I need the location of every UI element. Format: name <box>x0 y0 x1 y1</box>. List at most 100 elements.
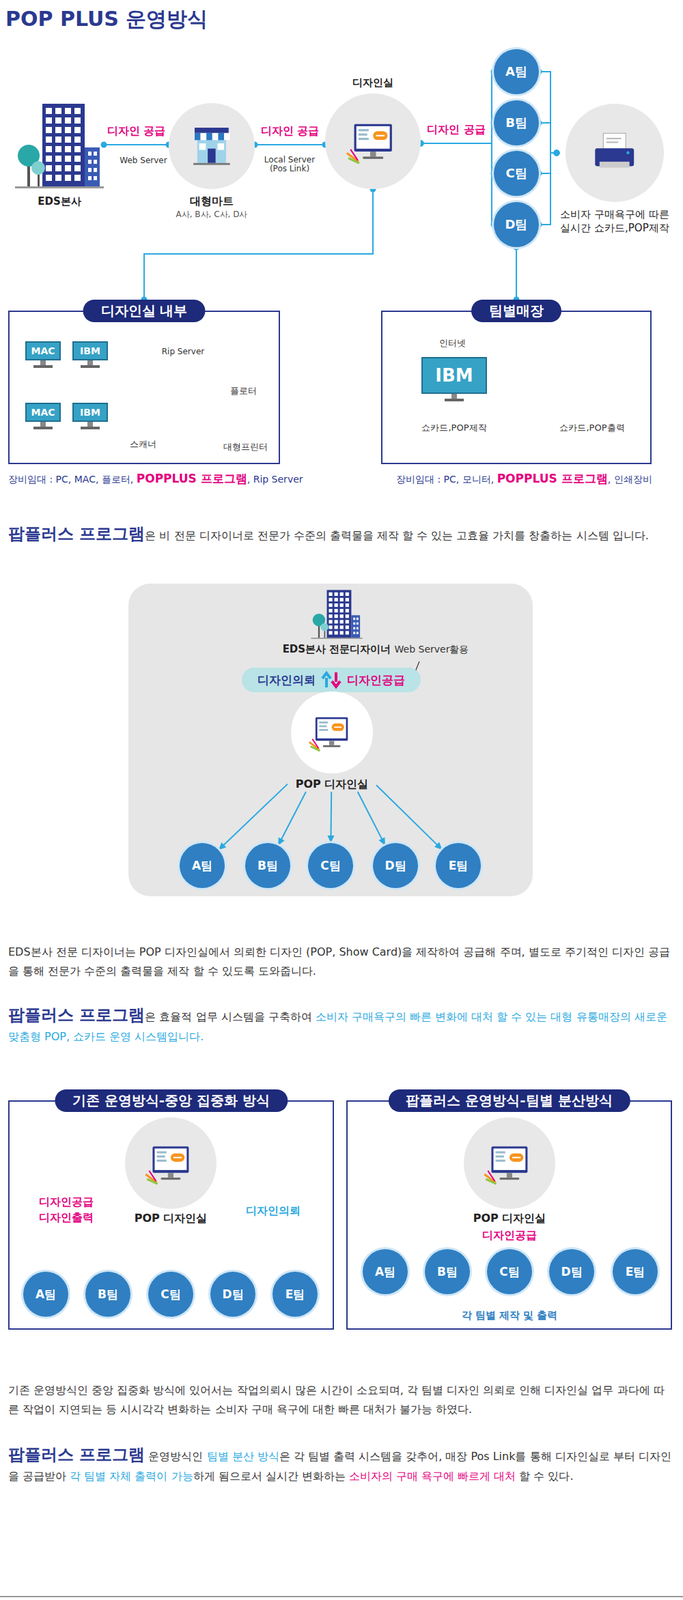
label-text: 팝플러스 운영방식-팀별 분산방식 <box>405 1092 612 1111</box>
drawing-part <box>328 609 332 613</box>
drawing-part <box>64 127 72 134</box>
drawing-part <box>334 603 339 608</box>
node-circle <box>463 1118 556 1210</box>
connector <box>538 152 557 174</box>
drawing-part <box>74 107 81 115</box>
team-circle: A팀 <box>362 1249 408 1295</box>
circle-icon <box>474 1128 545 1199</box>
drawing-part <box>370 151 377 157</box>
label-text: 기존 운영방식인 중앙 집중화 방식에 있어서는 작업의뢰시 많은 시간이 소요… <box>8 1381 675 1420</box>
drawing-part <box>334 592 339 597</box>
text-paragraph: 팝플러스 프로그램은 비 전문 디자이너로 전문가 수준의 출력물을 제작 할 … <box>8 521 675 548</box>
drawing-part <box>328 625 332 630</box>
label-text: 장비임대 : PC, MAC, 플로터, <box>8 474 137 485</box>
drawing-part <box>340 598 344 602</box>
drawing-part <box>45 155 52 162</box>
drawing-part <box>74 165 81 172</box>
edge-label: 디자인 공급 <box>424 122 488 138</box>
drawing-part <box>358 137 369 141</box>
monitor-screen: IBM <box>72 341 108 361</box>
monitor-node: MAC <box>25 402 61 431</box>
label-text: 운영방식인 <box>144 1450 207 1464</box>
monitor-screen: IBM <box>72 402 108 423</box>
drawing-part <box>64 146 72 153</box>
connector <box>329 792 332 844</box>
circle-icon <box>577 115 652 190</box>
label-text: 플로터 <box>215 385 271 397</box>
drawing-part <box>362 156 384 159</box>
drawing-part <box>334 727 343 729</box>
drawing-part <box>157 1156 166 1159</box>
label-text: B팀 <box>97 1287 119 1304</box>
label-text: MAC <box>30 345 55 357</box>
connector <box>254 144 326 146</box>
drawing-part <box>319 726 328 729</box>
drawing-part <box>194 133 201 141</box>
label-text: D팀 <box>505 216 528 233</box>
drawing-part <box>0 1596 683 1599</box>
building-icon <box>310 588 363 640</box>
monitor-stand <box>72 360 108 369</box>
drawing-part <box>345 625 350 630</box>
connector <box>376 785 442 851</box>
node-circle <box>325 93 421 190</box>
drawing-part <box>328 614 332 619</box>
drawing-part <box>40 422 46 427</box>
connector-dot <box>553 150 561 157</box>
monitor-screen: MAC <box>25 341 61 361</box>
label-text: A사, B사, C사, D사 <box>168 208 255 221</box>
drawing-part <box>194 127 229 134</box>
connector <box>218 784 288 852</box>
drawing-part <box>318 624 320 639</box>
label-text: 스캐너 <box>115 439 171 451</box>
label-text: POPPLUS 프로그램 <box>497 471 608 486</box>
label-text: 각 팀별 제작 및 출력 <box>434 1309 585 1323</box>
arrow-head <box>378 838 385 847</box>
drawing-part <box>328 592 332 597</box>
drawing-part <box>55 107 62 115</box>
text-paragraph: 장비임대 : PC, 모니터, POPPLUS 프로그램, 인쇄장비 <box>396 469 677 489</box>
drawing-part <box>323 745 341 748</box>
label-text: C팀 <box>499 1264 520 1281</box>
header-pill: 디자인실 내부 <box>83 299 206 323</box>
label-text: EDS본사 <box>37 195 82 209</box>
building-node: EDS본사 전문디자이너 <box>271 588 402 657</box>
label-text: E팀 <box>285 1287 306 1304</box>
drawing-part <box>155 1149 188 1172</box>
label-text: 소비자의 구매 욕구에 빠르게 대처 <box>349 1470 516 1484</box>
monitor-node: IBM <box>72 341 108 369</box>
drawing-part <box>45 107 52 115</box>
label-text: 하게 됨으로서 실시간 변화하는 <box>193 1470 350 1484</box>
connector <box>103 144 169 146</box>
circle-node: 소비자 구매욕구에 따른 실시간 쇼카드,POP제작 <box>556 103 673 236</box>
team-circle: A팀 <box>179 843 225 889</box>
drawing-part <box>199 143 207 151</box>
drawing-part <box>375 134 385 136</box>
drawing-part <box>421 394 487 403</box>
monitor-screen: MAC <box>25 402 61 423</box>
connector <box>420 143 494 174</box>
drawing-part <box>321 671 342 690</box>
drawing-part <box>334 620 339 624</box>
team-circle: D팀 <box>372 843 418 889</box>
drawing-part <box>353 123 392 151</box>
drawing-part <box>64 136 72 143</box>
drawing-part <box>74 136 81 143</box>
label-text: 팝플러스 프로그램 <box>8 524 145 544</box>
drawing-part <box>88 159 92 164</box>
label-text: A팀 <box>505 63 528 80</box>
drawing-part <box>329 741 334 746</box>
label-text: 디자인의뢰 <box>257 672 316 689</box>
connector <box>277 792 306 847</box>
monitor-stand <box>25 360 61 369</box>
label-text: Web Server활용 <box>390 644 473 657</box>
team-circle: E팀 <box>272 1272 318 1318</box>
label-text: 디자인공급 <box>346 672 406 689</box>
drawing-part <box>93 168 97 173</box>
label-text: 기존 운영방식-중앙 집중화 방식 <box>72 1092 270 1111</box>
drawing-part <box>212 133 219 141</box>
drawing-part <box>334 598 339 602</box>
drawing-part <box>345 592 350 597</box>
drawing-part <box>45 117 52 124</box>
drawing-part <box>358 129 369 132</box>
